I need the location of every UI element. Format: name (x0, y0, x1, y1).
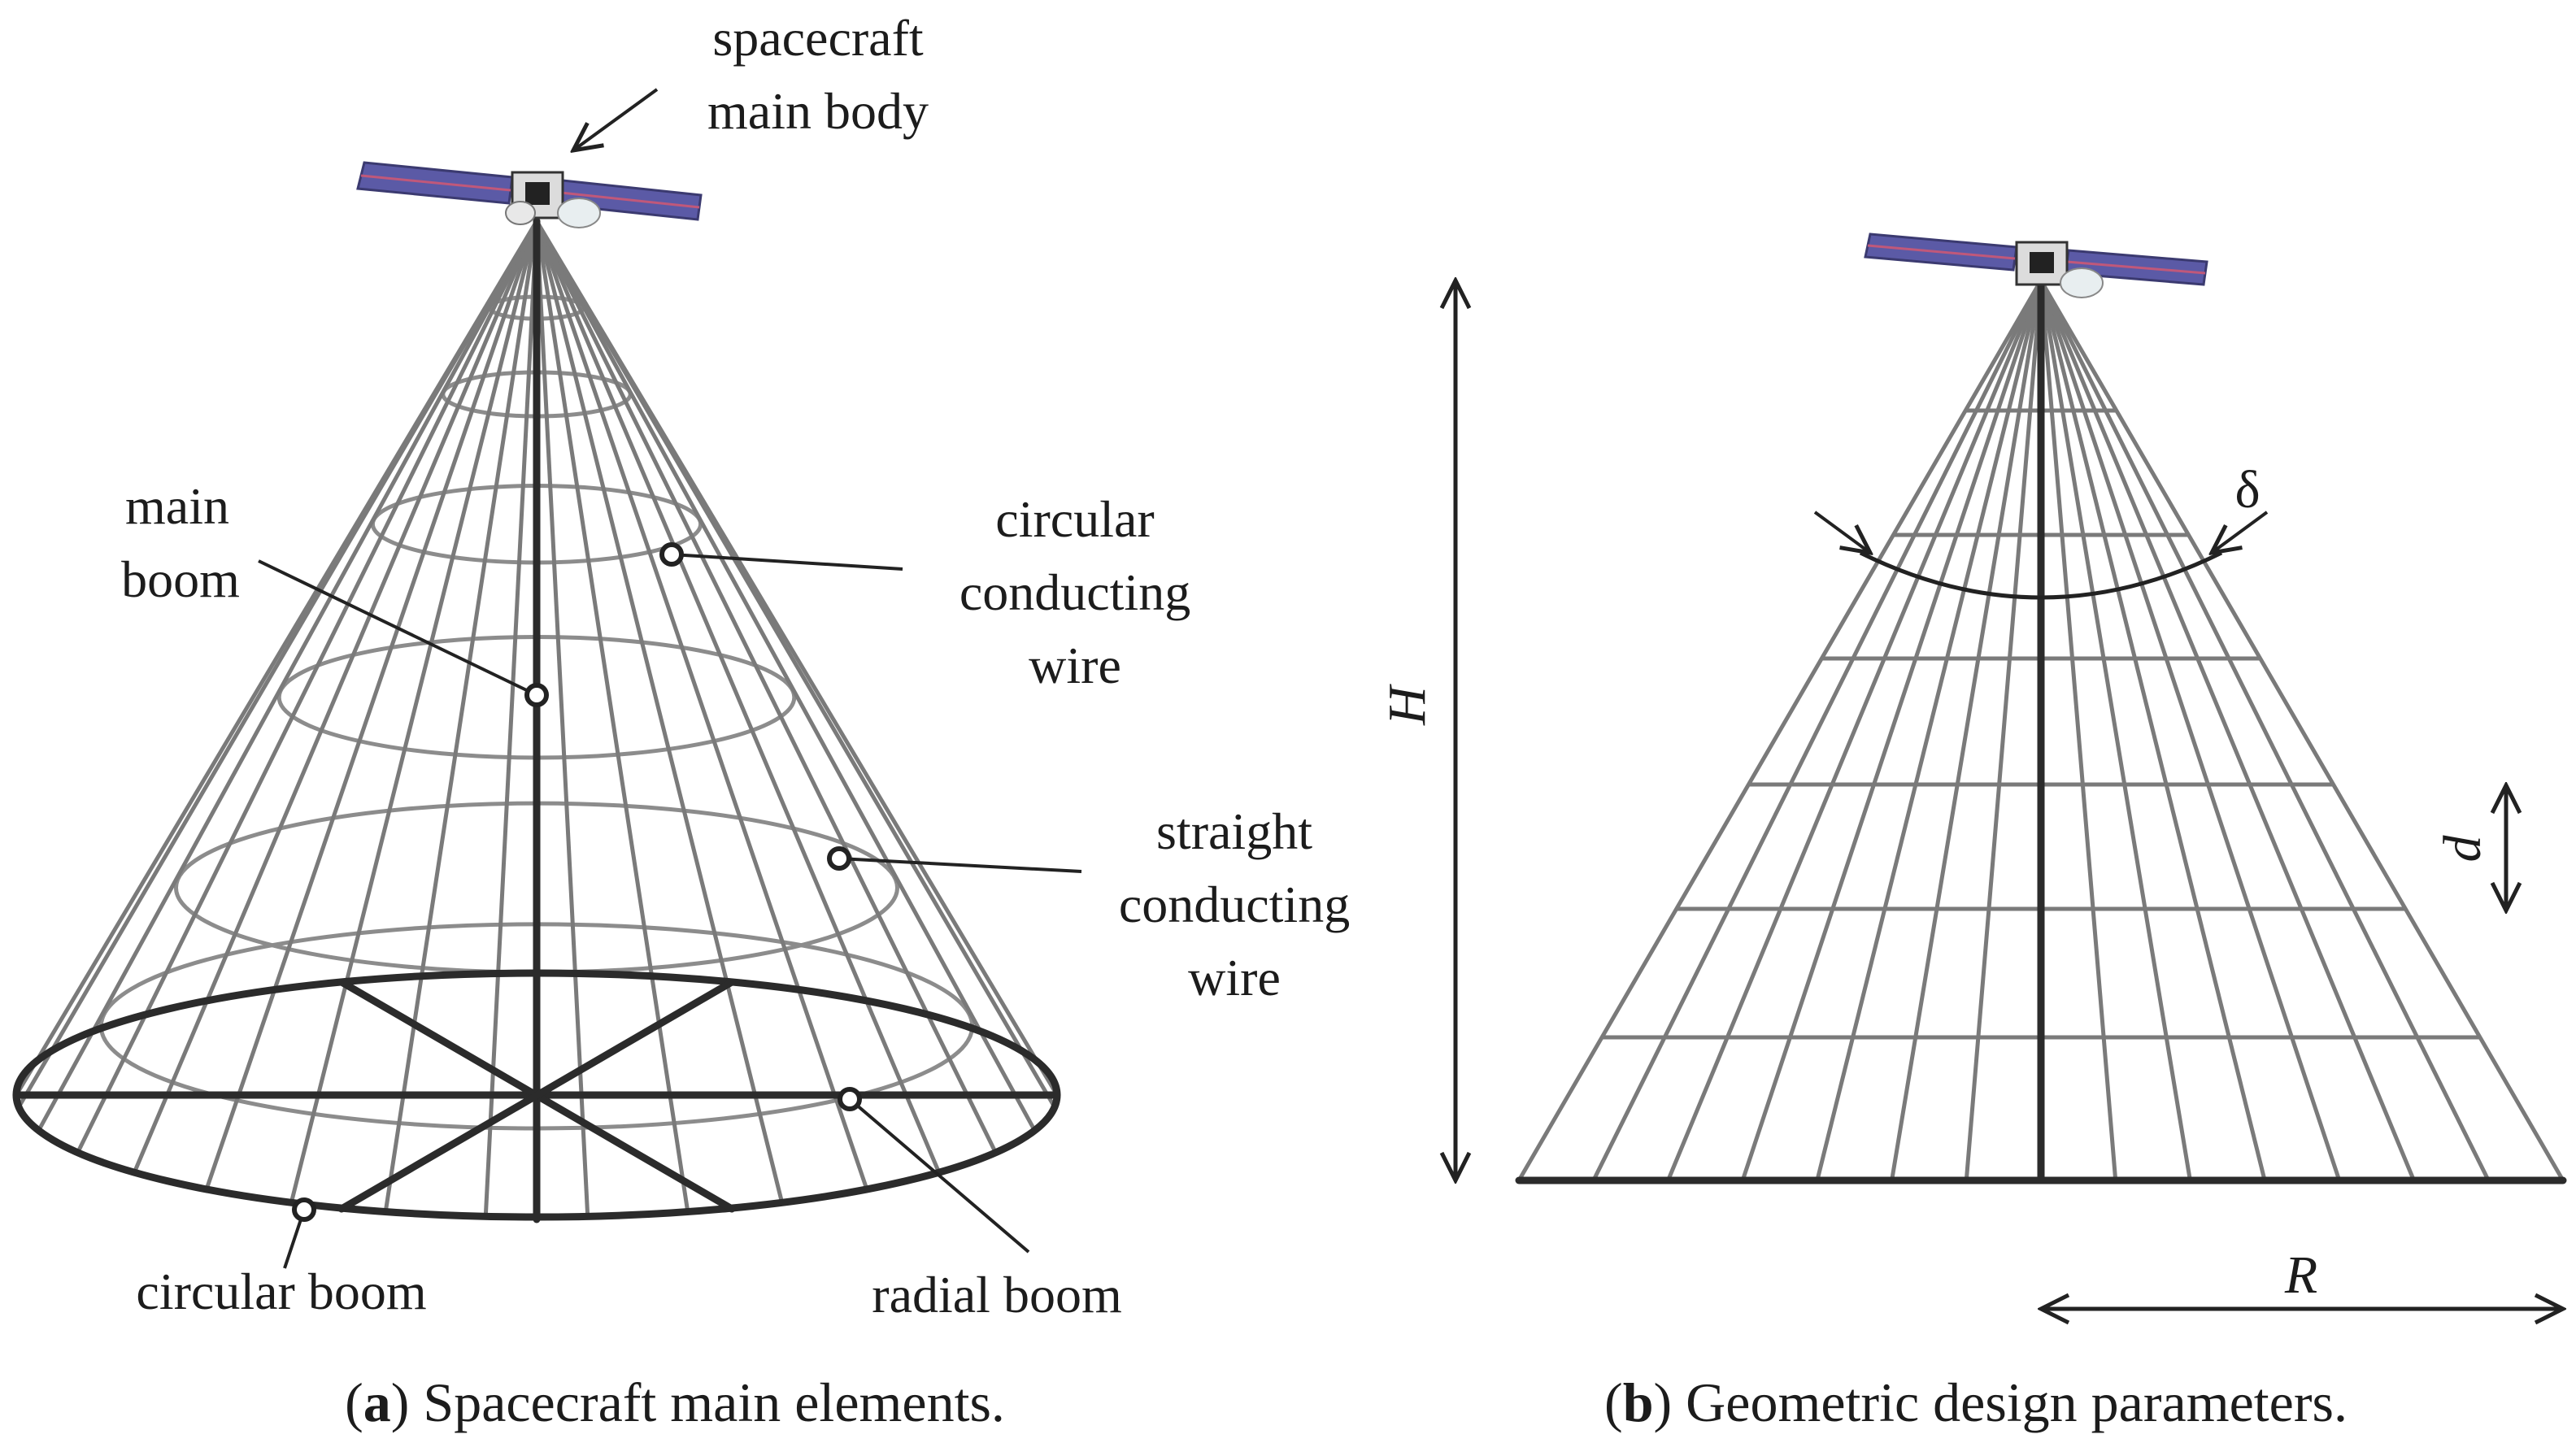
delta-arrow-right (2212, 511, 2269, 553)
straight-wire-3 (76, 219, 539, 1154)
label-conducting-1: conducting (959, 563, 1190, 621)
radial-line-3 (1666, 280, 2043, 1181)
radial-line-7 (1964, 280, 2043, 1181)
panel-a-cone-diagram: spacecraft main body main boom circular … (12, 9, 1350, 1433)
delta-angle-arc (1859, 550, 2223, 600)
straight-wire-15 (534, 219, 1037, 1132)
straight-wire-marker (827, 846, 851, 871)
main-boom-leader (258, 559, 537, 697)
straight-wire-14 (534, 219, 998, 1154)
straight-wire-2 (37, 219, 539, 1132)
straight-wire-9 (534, 220, 590, 1217)
straight-wire-leader (838, 857, 1082, 873)
label-conducting-2: conducting (1119, 876, 1350, 933)
symbol-h: H (1377, 684, 1437, 726)
symbol-d: d (2433, 835, 2492, 863)
straight-conducting-wires (14, 219, 1060, 1217)
straight-wire-11 (534, 220, 785, 1203)
radial-line-6 (1890, 280, 2043, 1181)
main-boom-marker (524, 683, 549, 707)
circular-boom-marker (292, 1197, 316, 1222)
circular-wire-marker (659, 542, 684, 567)
spacecraft-main-body-a (356, 161, 703, 228)
spacecraft-leader-arrow (573, 88, 659, 150)
label-radial-boom: radial boom (872, 1266, 1121, 1323)
radial-line-11 (2039, 280, 2267, 1181)
label-main-body: main body (707, 82, 929, 140)
radial-line-13 (2039, 280, 2416, 1181)
radial-line-10 (2039, 280, 2192, 1181)
straight-wire-10 (534, 220, 690, 1212)
straight-wire-6 (289, 220, 539, 1203)
radial-line-4 (1740, 280, 2043, 1181)
spacecraft-main-body-b (1864, 233, 2208, 298)
label-wire-1: wire (1029, 637, 1121, 694)
straight-wire-13 (534, 220, 942, 1174)
label-wire-2: wire (1188, 949, 1281, 1006)
radial-boom-marker (838, 1087, 862, 1111)
straight-wire-4 (132, 220, 539, 1174)
label-main: main (125, 477, 229, 535)
booms (12, 217, 1061, 1223)
symbol-r: R (2284, 1245, 2317, 1305)
caption-a: (a) Spacecraft main elements. (345, 1371, 1005, 1433)
delta-arrow-left (1813, 511, 1870, 553)
radial-line-5 (1815, 280, 2043, 1181)
label-circular-boom: circular boom (136, 1263, 426, 1320)
radial-line-14 (2039, 279, 2491, 1182)
straight-wire-5 (204, 220, 539, 1190)
label-spacecraft: spacecraft (712, 9, 924, 67)
circular-wire-leader (671, 553, 903, 571)
panel-b-geometry-diagram: δ H d R (b) Geometric design parameters. (1377, 233, 2567, 1433)
straight-wire-8 (483, 220, 539, 1217)
caption-b: (b) Geometric design parameters. (1604, 1371, 2348, 1433)
radial-line-2 (1591, 279, 2043, 1182)
straight-wire-12 (534, 220, 869, 1190)
radial-boom-leader (848, 1097, 1030, 1254)
label-circular: circular (995, 490, 1154, 548)
radial-line-12 (2039, 280, 2342, 1181)
label-boom: boom (121, 550, 240, 608)
straight-wire-edge-left (14, 219, 539, 1097)
spacecraft-bus-b (2015, 241, 2069, 286)
straight-wire-edge-right (534, 219, 1060, 1097)
symbol-delta: δ (2234, 460, 2260, 519)
radial-line-1 (1516, 279, 2043, 1182)
label-straight: straight (1156, 802, 1312, 860)
radial-boom-diag-2 (337, 978, 736, 1213)
straight-wire-7 (383, 220, 539, 1212)
radial-line-15 (2039, 279, 2565, 1182)
radial-line-9 (2039, 280, 2118, 1181)
